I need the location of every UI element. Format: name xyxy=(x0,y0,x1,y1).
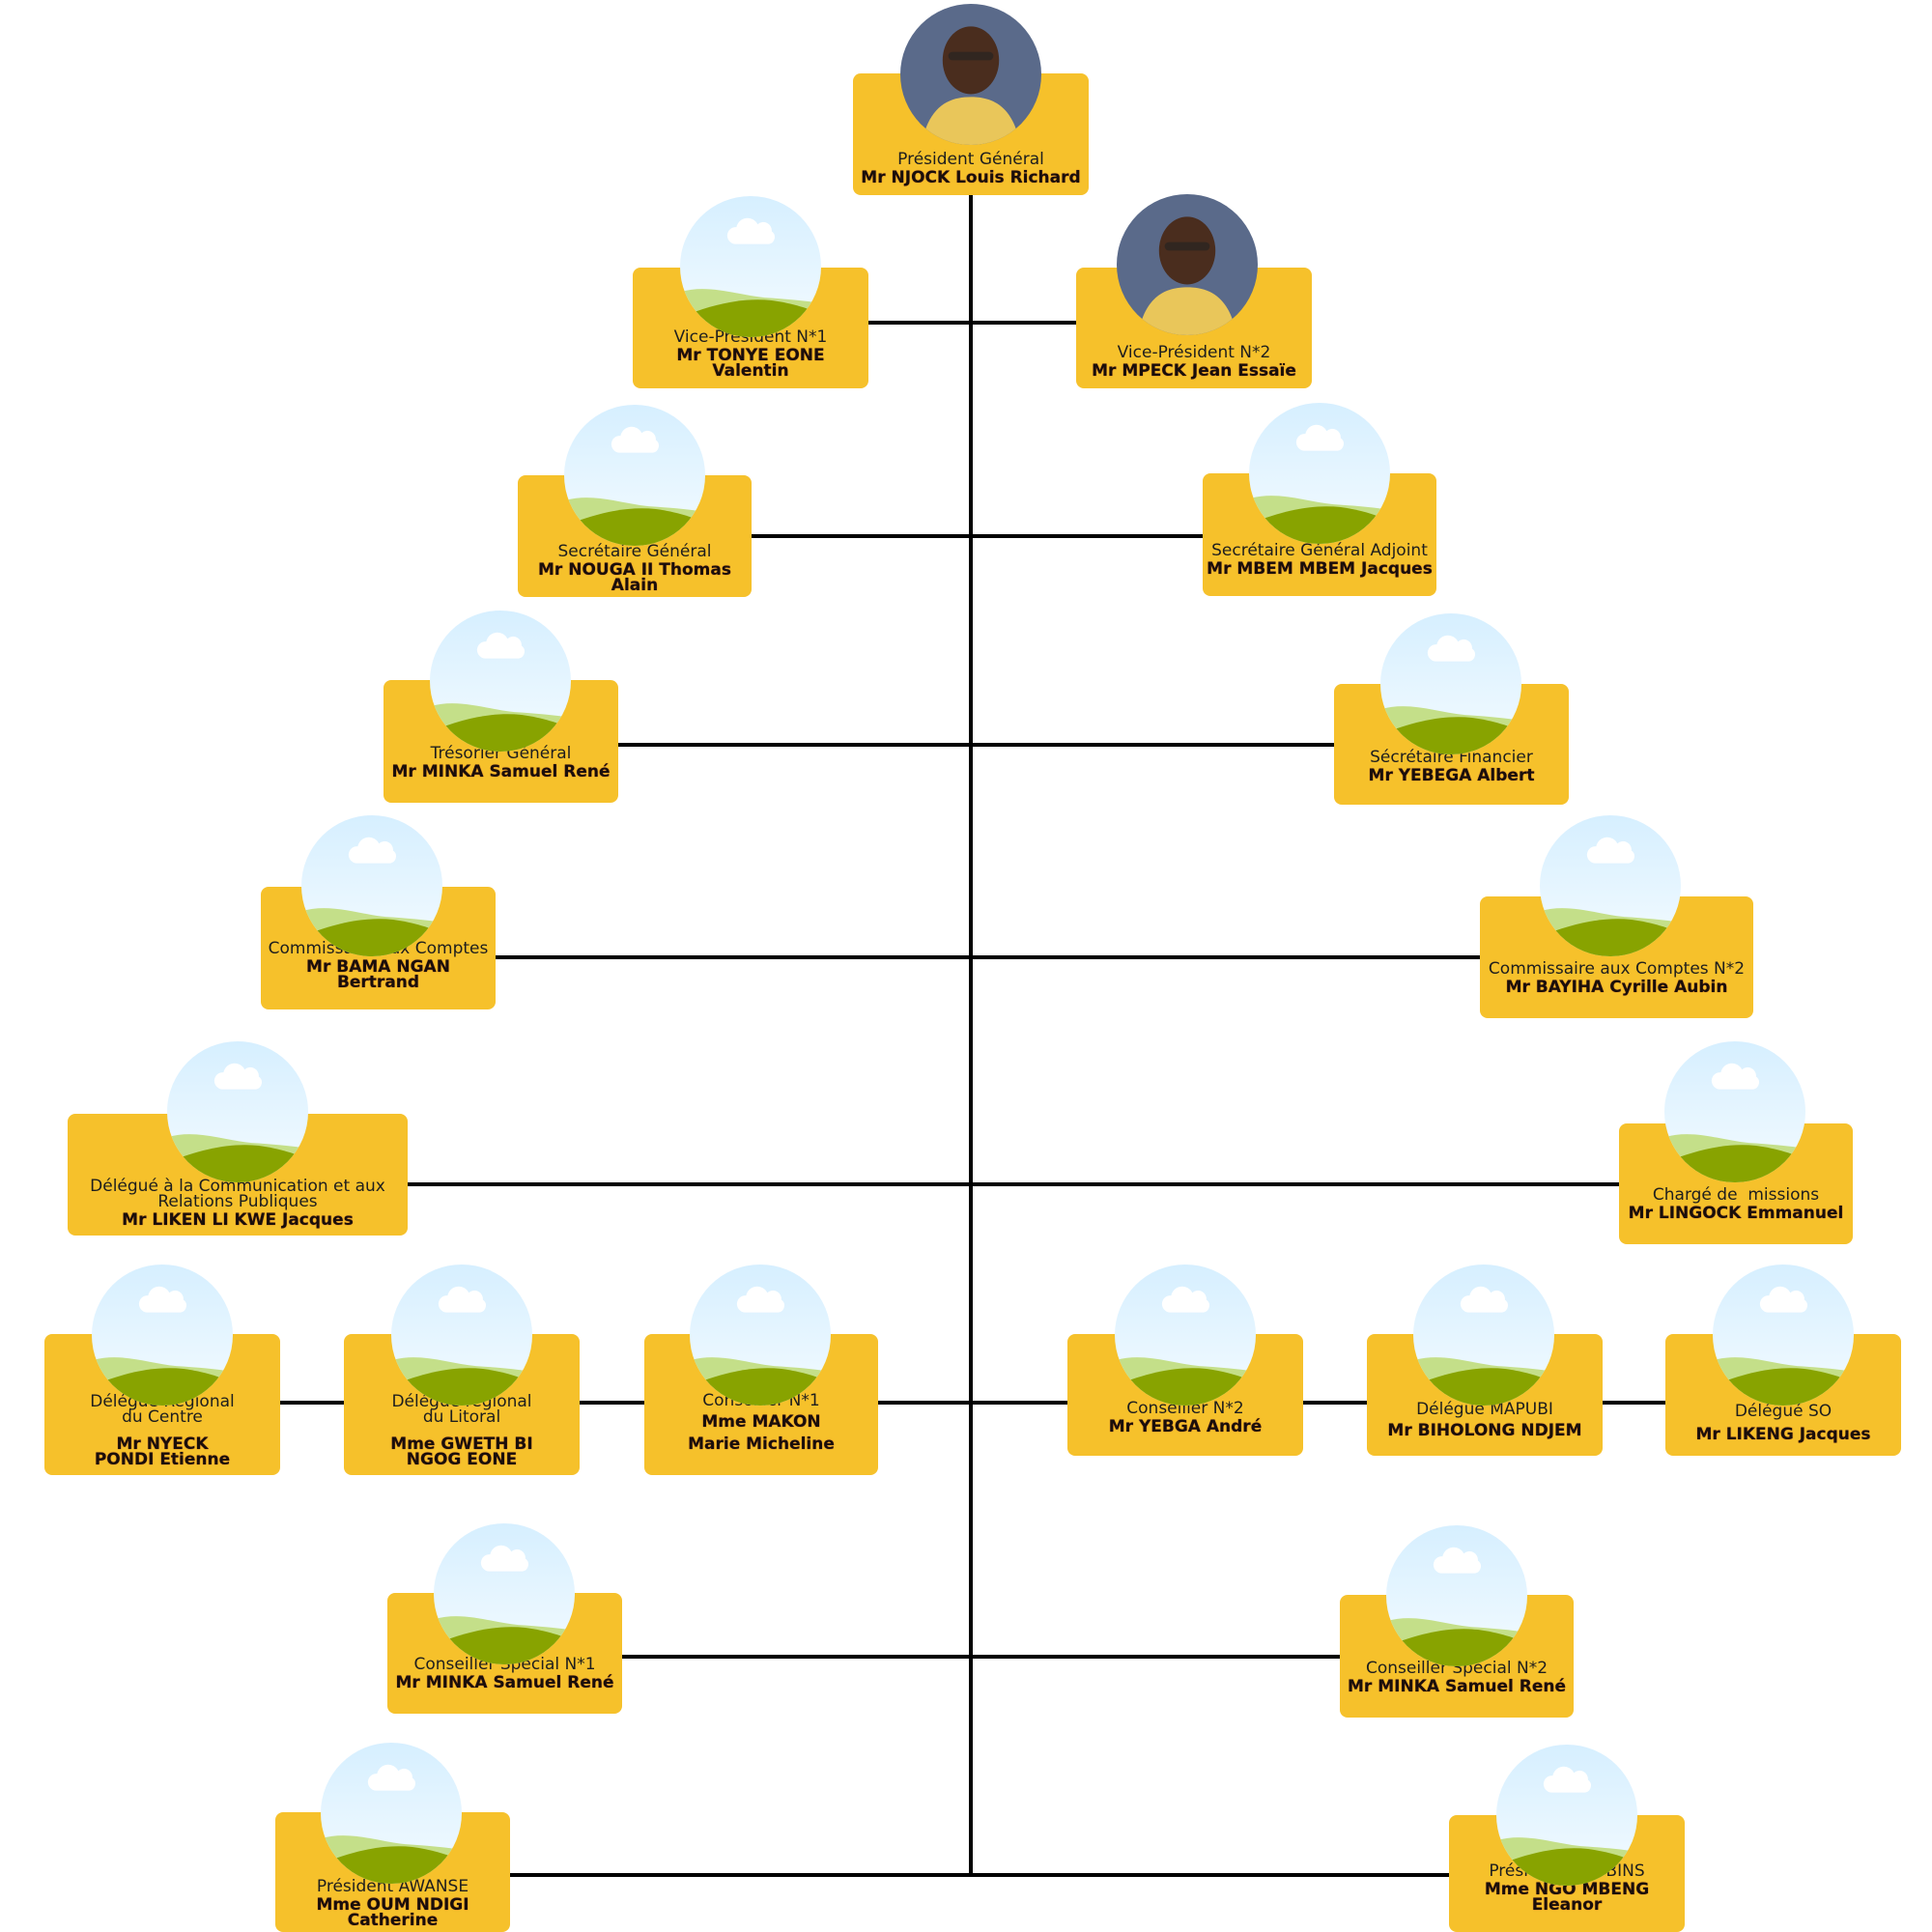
connector-dcrp xyxy=(408,1182,1619,1186)
role-label: Conseiller Spécial N*1 xyxy=(413,1655,596,1674)
member-name: Mr TONYE EONE Valentin xyxy=(676,346,825,381)
avatar-sf xyxy=(1380,613,1521,754)
landscape-placeholder-icon xyxy=(1115,1264,1256,1406)
member-name: Mr MINKA Samuel René xyxy=(1348,1677,1566,1696)
connector-cc xyxy=(496,955,1480,959)
avatar-vp2 xyxy=(1117,194,1258,335)
role-label: Conseiller Spécial N*2 xyxy=(1365,1659,1548,1678)
connector-row-delegates xyxy=(280,1401,1665,1405)
role-label: Vice-Président N*2 xyxy=(1117,343,1271,362)
avatar-dso xyxy=(1713,1264,1854,1406)
landscape-placeholder-icon xyxy=(564,405,705,546)
landscape-placeholder-icon xyxy=(1713,1264,1854,1406)
role-label: Président AWANSE xyxy=(316,1877,469,1896)
landscape-placeholder-icon xyxy=(1496,1745,1637,1886)
card-sg[interactable]: Secrétaire Général Mr NOUGA II Thomas Al… xyxy=(518,475,752,597)
member-name: Mr MINKA Samuel René xyxy=(391,762,611,781)
landscape-placeholder-icon xyxy=(167,1041,308,1182)
avatar-cs2 xyxy=(1386,1525,1527,1666)
role-label: Commissaire aux Comptes N*2 xyxy=(1488,959,1746,979)
avatar-cc1 xyxy=(301,815,442,956)
role-label: Secrétaire Général Adjoint xyxy=(1211,541,1428,560)
role-label: Chargé de missions xyxy=(1652,1185,1820,1205)
member-name: Mr NJOCK Louis Richard xyxy=(861,168,1081,187)
landscape-placeholder-icon xyxy=(1664,1041,1805,1182)
member-name: Mme GWETH BI NGOG EONE xyxy=(390,1435,533,1469)
landscape-placeholder-icon xyxy=(1380,613,1521,754)
avatar-president xyxy=(900,4,1041,145)
landscape-placeholder-icon xyxy=(1249,403,1390,544)
avatar-cm xyxy=(1664,1041,1805,1182)
landscape-placeholder-icon xyxy=(321,1743,462,1884)
member-name: Mr NYECK PONDI Etienne xyxy=(94,1435,231,1469)
avatar-dmapubi xyxy=(1413,1264,1554,1406)
landscape-placeholder-icon xyxy=(1540,815,1681,956)
role-label: Trésorier Général xyxy=(430,744,572,763)
member-name: Mr MBEM MBEM Jacques xyxy=(1207,559,1433,579)
card-vp1[interactable]: Vice-Président N*1 Mr TONYE EONE Valenti… xyxy=(633,268,868,388)
landscape-placeholder-icon xyxy=(92,1264,233,1406)
avatar-cc2 xyxy=(1540,815,1681,956)
member-name: Mr LINGOCK Emmanuel xyxy=(1628,1204,1844,1223)
member-name: Mr YEBGA André xyxy=(1108,1417,1263,1436)
person-photo-icon xyxy=(1117,194,1258,335)
avatar-awanse xyxy=(321,1743,462,1884)
landscape-placeholder-icon xyxy=(690,1264,831,1406)
landscape-placeholder-icon xyxy=(680,196,821,337)
connector-cs xyxy=(622,1655,1340,1659)
role-label: Sécrétaire Financier xyxy=(1370,748,1533,767)
member-name: Mme OUM NDIGI Catherine xyxy=(316,1895,469,1930)
avatar-vp1 xyxy=(680,196,821,337)
avatar-tg xyxy=(430,611,571,752)
landscape-placeholder-icon xyxy=(1386,1525,1527,1666)
role-label: Délégué MAPUBI xyxy=(1416,1400,1553,1419)
role-label: Conseiller N*2 xyxy=(1126,1399,1244,1418)
avatar-drc xyxy=(92,1264,233,1406)
member-name: Mr BIHOLONG NDJEM xyxy=(1387,1421,1582,1440)
avatar-dcrp xyxy=(167,1041,308,1182)
role-label: Vice-Président N*1 xyxy=(673,327,828,347)
connector-tg xyxy=(618,743,1334,747)
avatar-cs1 xyxy=(434,1523,575,1664)
member-name: Mr MPECK Jean Essaïe xyxy=(1092,361,1296,381)
landscape-placeholder-icon xyxy=(301,815,442,956)
member-name: Mr LIKEN LI KWE Jacques xyxy=(122,1210,354,1230)
connector-vp xyxy=(868,321,1076,325)
role-label: Délégué SO xyxy=(1734,1402,1833,1421)
landscape-placeholder-icon xyxy=(391,1264,532,1406)
connector-sg xyxy=(752,534,1203,538)
member-name: Mr NOUGA II Thomas Alain xyxy=(538,560,731,595)
avatar-sga xyxy=(1249,403,1390,544)
member-name: Mme MAKON Marie Micheline xyxy=(688,1412,835,1454)
landscape-placeholder-icon xyxy=(1413,1264,1554,1406)
avatar-abobins xyxy=(1496,1745,1637,1886)
landscape-placeholder-icon xyxy=(430,611,571,752)
avatar-drl xyxy=(391,1264,532,1406)
spine-connector xyxy=(969,193,973,1877)
member-name: Mr LIKENG Jacques xyxy=(1695,1425,1871,1444)
person-photo-icon xyxy=(900,4,1041,145)
landscape-placeholder-icon xyxy=(434,1523,575,1664)
member-name: Mme NGO MBENG Eleanor xyxy=(1484,1880,1650,1915)
member-name: Mr MINKA Samuel René xyxy=(395,1673,614,1692)
avatar-c1 xyxy=(690,1264,831,1406)
connector-bottom xyxy=(510,1873,1449,1877)
member-name: Mr BAMA NGAN Bertrand xyxy=(306,957,450,992)
role-label: Délégué à la Communication et aux Relati… xyxy=(90,1177,385,1211)
member-name: Mr YEBEGA Albert xyxy=(1368,766,1535,785)
role-label: Secrétaire Général xyxy=(557,542,712,561)
avatar-c2 xyxy=(1115,1264,1256,1406)
role-label: Président Général xyxy=(897,150,1044,169)
member-name: Mr BAYIHA Cyrille Aubin xyxy=(1505,978,1728,997)
avatar-sg xyxy=(564,405,705,546)
